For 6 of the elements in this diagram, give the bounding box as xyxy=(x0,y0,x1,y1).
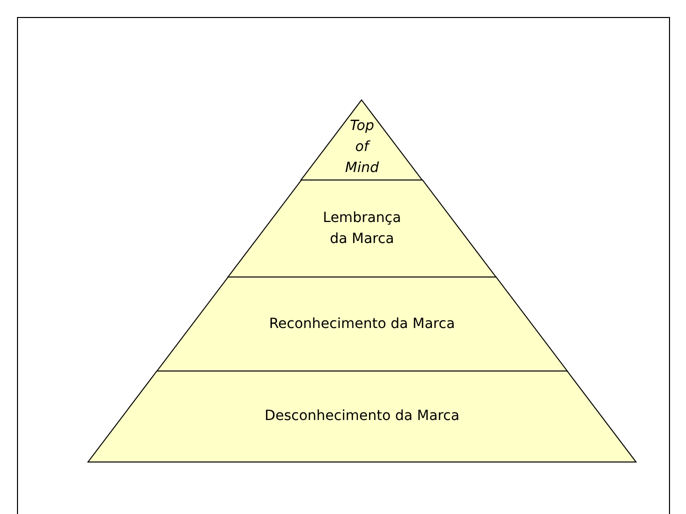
pyramid-tier xyxy=(156,277,568,371)
tier-label: Desconhecimento da Marca xyxy=(264,407,460,426)
tier-label: Reconhecimento da Marca xyxy=(269,314,455,334)
tier-label: Top of Mind xyxy=(344,116,380,178)
pyramid-tier xyxy=(88,371,636,462)
tier-label: Lembrança da Marca xyxy=(322,208,402,248)
